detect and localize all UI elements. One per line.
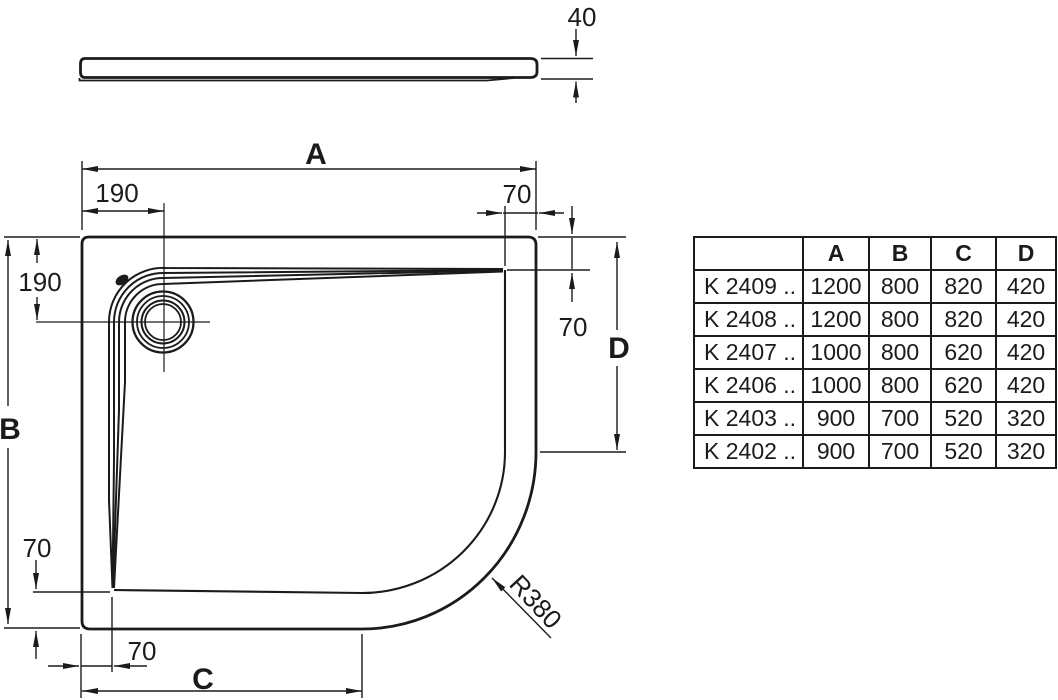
value-A: 1000 bbox=[802, 368, 870, 403]
model-cell: K 2403 .. bbox=[693, 401, 804, 436]
dimension-70-top-right: 70 bbox=[477, 179, 564, 216]
dimension-C-label: C bbox=[192, 663, 214, 696]
value-C: 820 bbox=[930, 269, 997, 304]
table-row: K 2408 .. 1200 800 820 420 bbox=[693, 302, 1057, 337]
dimension-B: B bbox=[0, 240, 21, 624]
value-A: 1200 bbox=[802, 302, 870, 337]
value-A: 900 bbox=[802, 401, 870, 436]
dimension-70-bottom-value: 70 bbox=[128, 636, 157, 666]
model-cell: K 2409 .. bbox=[693, 269, 804, 304]
table-row: K 2402 .. 900 700 520 320 bbox=[693, 434, 1057, 469]
value-B: 800 bbox=[868, 368, 932, 403]
overflow-mark bbox=[115, 274, 129, 286]
dimension-190-left-value: 190 bbox=[18, 267, 61, 297]
table-header-row: A B C D bbox=[693, 236, 1057, 271]
value-B: 700 bbox=[868, 434, 932, 469]
model-cell: K 2402 .. bbox=[693, 434, 804, 469]
floor-slope-lines bbox=[107, 266, 504, 589]
dimension-70-bottom-left-value: 70 bbox=[23, 533, 52, 563]
table-row: K 2409 .. 1200 800 820 420 bbox=[693, 269, 1057, 304]
value-A: 900 bbox=[802, 434, 870, 469]
dimension-D: D bbox=[608, 242, 630, 450]
dimension-190-top: 190 bbox=[82, 178, 164, 214]
side-view: 40 bbox=[78, 2, 597, 103]
table-row: K 2407 .. 1000 800 620 420 bbox=[693, 335, 1057, 370]
dimension-C: C bbox=[82, 663, 362, 696]
dimension-D-label: D bbox=[608, 332, 630, 365]
header-model bbox=[693, 236, 804, 271]
header-B: B bbox=[868, 236, 932, 271]
inner-rim-contour bbox=[113, 270, 507, 595]
dimension-R380-value: R380 bbox=[504, 569, 568, 635]
value-B: 800 bbox=[868, 269, 932, 304]
value-B: 700 bbox=[868, 401, 932, 436]
value-C: 620 bbox=[930, 368, 997, 403]
value-A: 1200 bbox=[802, 269, 870, 304]
dimension-R380: R380 bbox=[491, 569, 568, 639]
dimension-70-bottom-left: 70 bbox=[23, 533, 52, 659]
table-row: K 2403 .. 900 700 520 320 bbox=[693, 401, 1057, 436]
dimensions-table: A B C D K 2409 .. 1200 800 820 420 K 240… bbox=[693, 236, 1057, 469]
value-D: 420 bbox=[995, 335, 1057, 370]
dimension-A: A bbox=[82, 138, 536, 172]
header-A: A bbox=[802, 236, 870, 271]
dimension-70-top-right-value: 70 bbox=[503, 179, 532, 209]
plan-view: A 190 70 70 bbox=[0, 138, 630, 698]
value-D: 420 bbox=[995, 302, 1057, 337]
value-B: 800 bbox=[868, 302, 932, 337]
model-cell: K 2408 .. bbox=[693, 302, 804, 337]
value-B: 800 bbox=[868, 335, 932, 370]
thickness-extension-lines bbox=[541, 57, 593, 80]
value-D: 420 bbox=[995, 368, 1057, 403]
value-C: 820 bbox=[930, 302, 997, 337]
value-C: 520 bbox=[930, 401, 997, 436]
model-cell: K 2407 .. bbox=[693, 335, 804, 370]
drain bbox=[36, 203, 210, 372]
value-C: 520 bbox=[930, 434, 997, 469]
dimension-70-bottom: 70 bbox=[48, 636, 157, 669]
thickness-dimension: 40 bbox=[568, 2, 597, 32]
side-view-tray-outline bbox=[79, 57, 539, 79]
value-D: 420 bbox=[995, 269, 1057, 304]
dimension-70-right-value: 70 bbox=[559, 312, 588, 342]
value-D: 320 bbox=[995, 401, 1057, 436]
dimension-190-top-value: 190 bbox=[95, 178, 138, 208]
value-C: 620 bbox=[930, 335, 997, 370]
dimension-B-label: B bbox=[0, 413, 21, 446]
header-C: C bbox=[930, 236, 997, 271]
dimension-70-right: 70 bbox=[559, 206, 588, 342]
side-view-bottom-lip bbox=[78, 77, 515, 82]
dimension-A-label: A bbox=[305, 138, 327, 171]
value-A: 1000 bbox=[802, 335, 870, 370]
tray-outline bbox=[80, 235, 538, 631]
model-cell: K 2406 .. bbox=[693, 368, 804, 403]
dimension-190-left: 190 bbox=[18, 239, 62, 320]
header-D: D bbox=[995, 236, 1057, 271]
table-row: K 2406 .. 1000 800 620 420 bbox=[693, 368, 1057, 403]
value-D: 320 bbox=[995, 434, 1057, 469]
